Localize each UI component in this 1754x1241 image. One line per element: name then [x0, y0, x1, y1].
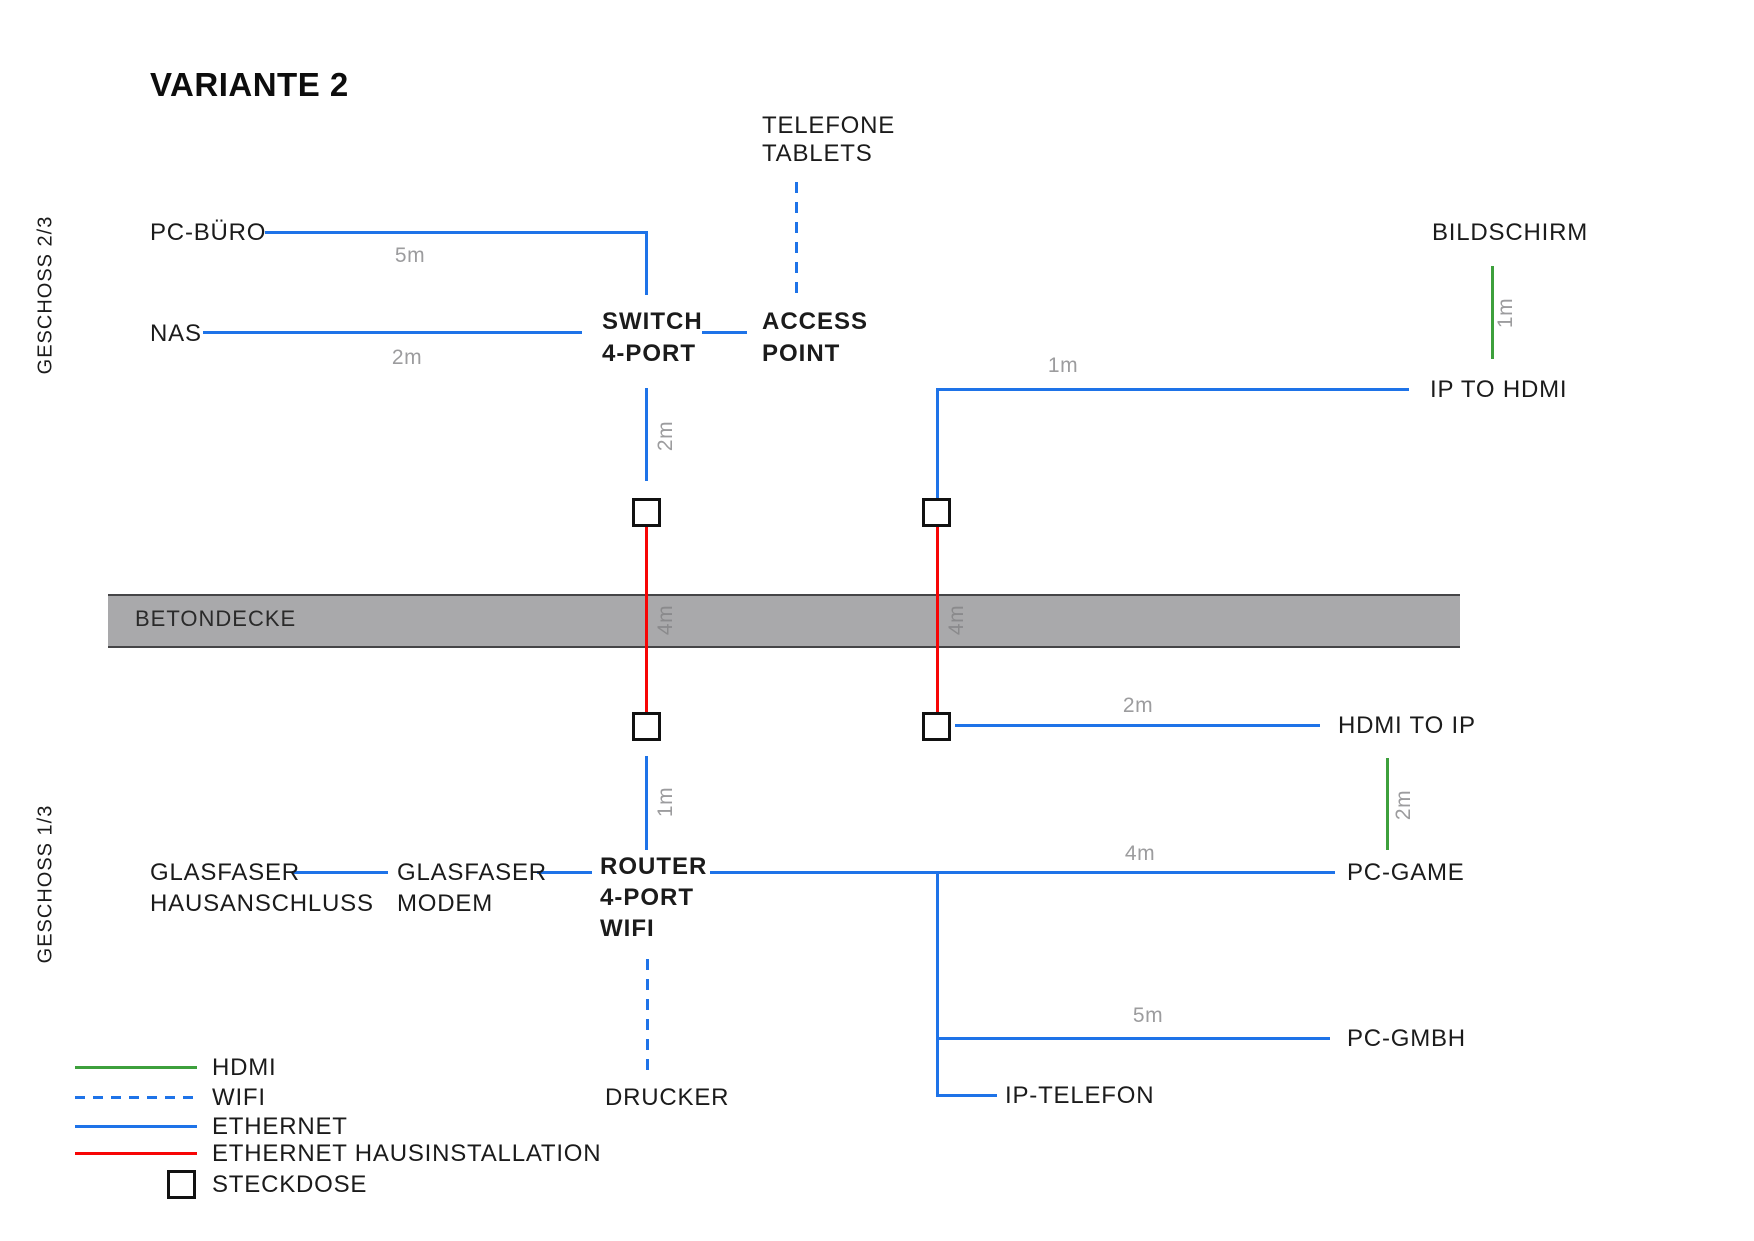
- ethernet-line-switch-accesspoint: [702, 331, 747, 334]
- distance-label-switch-down: 2m: [654, 420, 677, 452]
- node-label-drucker: DRUCKER: [605, 1084, 730, 1111]
- distance-label-slab-left: 4m: [654, 604, 677, 636]
- ethernet-line-iptohdmi: [936, 388, 1409, 391]
- ethernet-line-pcbuero: [265, 231, 648, 234]
- ethernet-line-pcgmbh: [936, 1037, 1330, 1040]
- distance-label-pcgame-hdmi: 2m: [1392, 789, 1415, 821]
- ethernet-line-iptelefon: [936, 1094, 997, 1097]
- node-label-pc-game: PC-GAME: [1347, 859, 1465, 886]
- legend-hausinstallation-line: [75, 1152, 197, 1155]
- node-label-access-point: ACCESS POINT: [762, 308, 869, 367]
- distance-label-pcbuero: 5m: [394, 244, 426, 267]
- ethernet-branch-riser: [936, 871, 939, 1097]
- node-label-pc-gmbh: PC-GMBH: [1347, 1025, 1466, 1052]
- betondecke-label: BETONDECKE: [135, 606, 297, 631]
- legend-hausinstallation-label: ETHERNET HAUSINSTALLATION: [212, 1140, 602, 1167]
- ethernet-line-hausanschluss-modem: [292, 871, 388, 874]
- floor-label-upper: GESCHOSS 2/3: [34, 215, 57, 375]
- node-label-switch: SWITCH 4-PORT: [602, 308, 703, 367]
- distance-label-pcgame: 4m: [1124, 842, 1156, 865]
- wifi-line-router-drucker: [646, 959, 649, 1074]
- distance-label-iptohdmi: 1m: [1047, 354, 1079, 377]
- betondecke-slab: [108, 594, 1460, 648]
- node-label-ip-to-hdmi: IP TO HDMI: [1430, 376, 1568, 403]
- ethernet-line-modem-router: [537, 871, 592, 874]
- steckdose-box-lower-left: [632, 712, 661, 741]
- ethernet-line-hdmitoip: [955, 724, 1320, 727]
- ethernet-riser-switch-steckdose: [645, 388, 648, 481]
- hdmi-line-bildschirm: [1491, 266, 1494, 359]
- ethernet-line-router-pcgame: [710, 871, 1335, 874]
- ethernet-corner-pcbuero: [645, 231, 648, 295]
- legend-steckdose-label: STECKDOSE: [212, 1171, 368, 1198]
- node-label-nas: NAS: [150, 320, 202, 347]
- floor-label-lower: GESCHOSS 1/3: [34, 804, 57, 964]
- node-label-ip-telefon: IP-TELEFON: [1005, 1082, 1155, 1109]
- legend-ethernet-label: ETHERNET: [212, 1113, 348, 1140]
- legend-wifi-label: WIFI: [212, 1084, 266, 1111]
- node-label-hdmi-to-ip: HDMI TO IP: [1338, 712, 1476, 739]
- steckdose-box-lower-right: [922, 712, 951, 741]
- hdmi-line-pcgame: [1386, 758, 1389, 850]
- node-label-router: ROUTER 4-PORT WIFI: [600, 853, 708, 942]
- node-label-bildschirm: BILDSCHIRM: [1432, 219, 1589, 246]
- page-title: VARIANTE 2: [150, 66, 349, 103]
- legend-wifi-line: [75, 1096, 197, 1099]
- distance-label-pcgmbh: 5m: [1132, 1004, 1164, 1027]
- hausinstallation-line-left: [645, 527, 648, 713]
- hausinstallation-line-right: [936, 527, 939, 713]
- wifi-line-accesspoint-telefone: [795, 182, 798, 294]
- distance-label-slab-right: 4m: [945, 604, 968, 636]
- distance-label-hdmitoip: 2m: [1122, 694, 1154, 717]
- node-label-glasfaser-modem: GLASFASER MODEM: [397, 859, 547, 917]
- distance-label-bildschirm: 1m: [1494, 297, 1517, 329]
- node-label-telefone-tablets: TELEFONE TABLETS: [762, 112, 896, 167]
- legend-hdmi-label: HDMI: [212, 1054, 277, 1081]
- legend-steckdose-box: [167, 1170, 196, 1199]
- ethernet-riser-iptohdmi-steckdose: [936, 388, 939, 498]
- ethernet-line-nas: [203, 331, 582, 334]
- legend-hdmi-line: [75, 1066, 197, 1069]
- steckdose-box-upper-left: [632, 498, 661, 527]
- legend-ethernet-line: [75, 1125, 197, 1128]
- node-label-pc-buero: PC-BÜRO: [150, 219, 267, 246]
- node-label-glasfaser-hausanschluss: GLASFASER HAUSANSCHLUSS: [150, 859, 374, 917]
- distance-label-nas: 2m: [391, 346, 423, 369]
- steckdose-box-upper-right: [922, 498, 951, 527]
- ethernet-riser-steckdose-router: [645, 756, 648, 850]
- distance-label-router-up: 1m: [654, 786, 677, 818]
